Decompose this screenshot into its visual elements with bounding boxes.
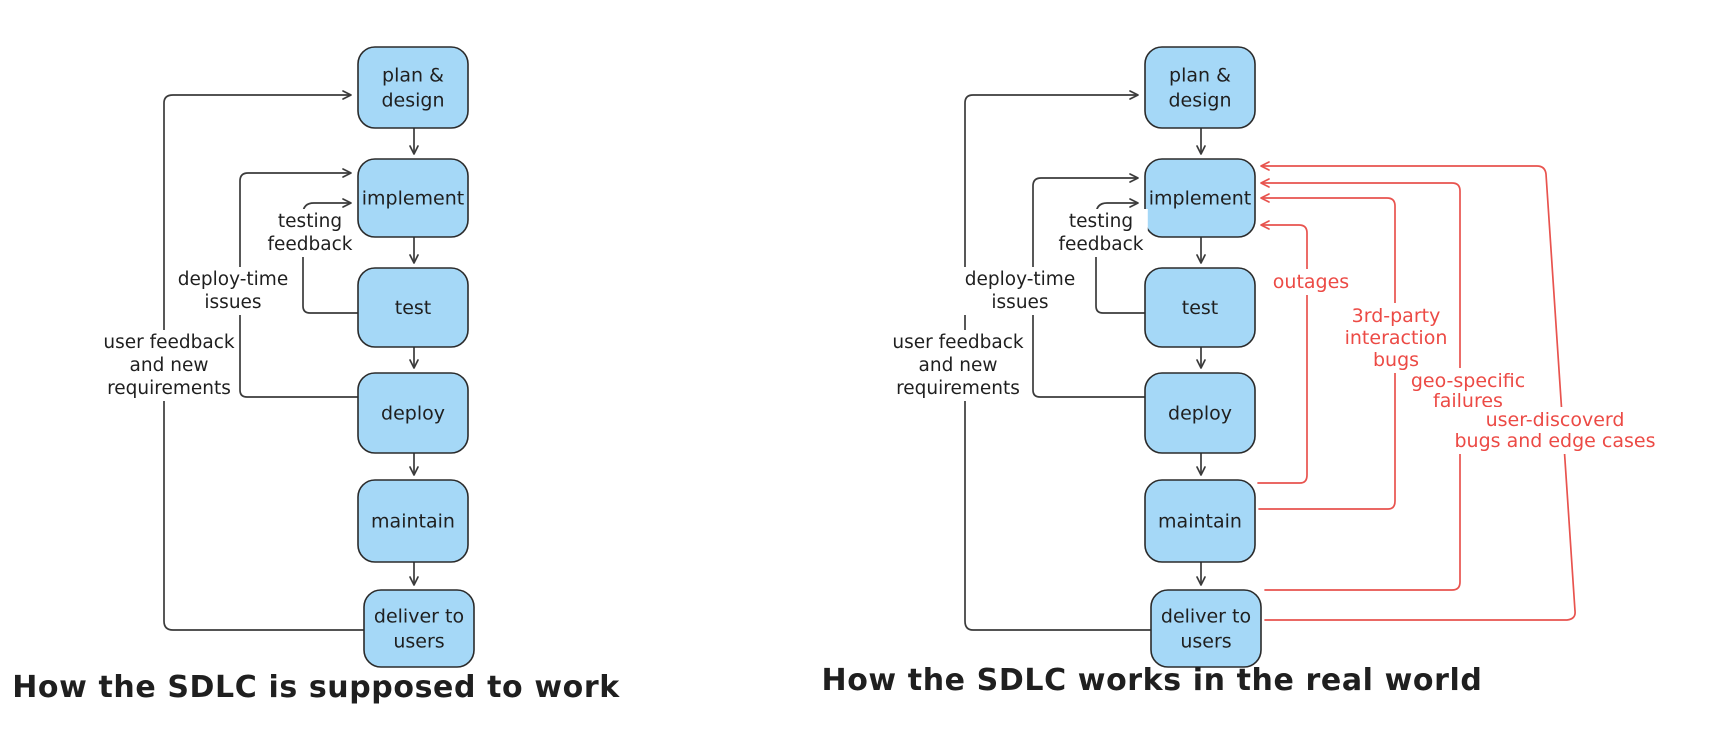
node-deploy: deploy [357,372,469,454]
node-maintain: maintain [357,479,469,563]
node-maintain: maintain [1144,479,1256,563]
node-test: test [357,267,469,348]
edge-testing-feedback-loop [302,198,359,314]
node-label-test: test [395,297,432,319]
node-label-plan-design: plan &design [381,65,444,112]
node-label-deploy: deploy [381,403,445,425]
diagram-sdlc-real: plan &design implement test deploy maintain d… [822,46,1660,698]
label-bg-third-party-bugs [1340,303,1452,373]
label-bg-deploy-time-issues [960,267,1080,315]
caption-sdlc-real: How the SDLC works in the real world [822,663,1483,698]
label-bg-user-feedback [99,330,239,401]
node-box-deliver-users [1150,589,1262,668]
label-bg-geo-failures [1406,368,1530,414]
label-bg-user-feedback [888,330,1028,401]
node-test: test [1144,267,1256,348]
node-label-maintain: maintain [371,511,455,533]
node-implement: implement [1144,158,1256,238]
node-label-deploy: deploy [1168,403,1232,425]
node-box-deploy [1144,372,1256,454]
node-box-test [357,267,469,348]
node-label-implement: implement [362,188,465,210]
node-box-implement [1144,158,1256,238]
edge-testing-feedback-loop [1095,198,1146,314]
node-box-deliver-users [363,589,475,668]
node-implement: implement [357,158,469,238]
label-bg-testing-feedback [263,209,357,257]
edge-outages-loop [1257,220,1308,484]
node-box-plan-design [1144,46,1256,129]
node-plan-design: plan &design [1144,46,1256,129]
node-box-maintain [357,479,469,563]
node-box-implement [357,158,469,238]
label-outages: outages [1273,271,1349,293]
label-bg-outages [1268,269,1354,295]
node-label-implement: implement [1149,188,1252,210]
node-label-plan-design: plan &design [1168,65,1231,112]
edge-user-discovered-loop [1260,161,1576,621]
node-box-deploy [357,372,469,454]
node-label-test: test [1182,297,1219,319]
label-bg-deploy-time-issues [173,267,293,315]
node-box-plan-design [357,46,469,129]
node-box-test [1144,267,1256,348]
node-plan-design: plan &design [357,46,469,129]
label-bg-user-discovered [1450,407,1660,454]
caption-sdlc-ideal: How the SDLC is supposed to work [12,670,620,705]
label-bg-testing-feedback [1054,209,1148,257]
diagram-sdlc-ideal: plan &design implement test deploy maintain d… [12,46,620,705]
node-box-maintain [1144,479,1256,563]
node-label-maintain: maintain [1158,511,1242,533]
node-deploy: deploy [1144,372,1256,454]
